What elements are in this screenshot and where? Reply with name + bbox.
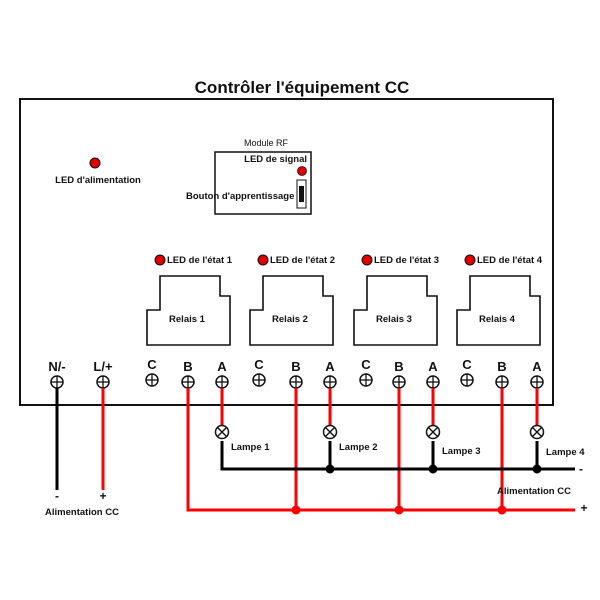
signal-led-label: LED de signal: [244, 154, 307, 165]
junction-dot: [325, 464, 335, 474]
relay-2: LED de l'état 2 Relais 2: [249, 254, 335, 346]
terminal-label: B: [291, 359, 300, 374]
relay-box: [353, 275, 438, 346]
relay-box: [456, 275, 541, 346]
negative-bus-wire: [220, 441, 575, 471]
controller-box: [19, 98, 554, 406]
junction-dot: [428, 464, 438, 474]
power-led-label: LED d'alimentation: [55, 175, 141, 186]
status-led-label: LED de l'état 1: [167, 255, 233, 266]
relay-1: LED de l'état 1 Relais 1: [146, 254, 233, 346]
lamp-label: Lampe 3: [442, 446, 481, 457]
terminal-b[interactable]: B: [289, 359, 303, 389]
junction-dot: [394, 505, 404, 515]
relay-label: Relais 2: [272, 314, 308, 325]
terminal-label: A: [532, 359, 542, 374]
lamp-2: Lampe 2: [322, 424, 378, 453]
junction-dot: [291, 505, 301, 515]
lamp-label: Lampe 1: [231, 442, 270, 453]
terminal-label: A: [217, 359, 227, 374]
terminal-b[interactable]: B: [392, 359, 406, 389]
relay-4: LED de l'état 4 Relais 4: [456, 254, 543, 346]
terminal-b[interactable]: B: [181, 359, 195, 389]
rf-module-box: [214, 151, 312, 215]
terminal-c[interactable]: C: [145, 357, 159, 387]
learn-button[interactable]: [296, 179, 307, 209]
status-led-label: LED de l'état 4: [477, 255, 543, 266]
terminal-label: N/-: [48, 359, 65, 374]
terminal-c[interactable]: C: [460, 357, 474, 387]
terminal-a[interactable]: A: [530, 359, 544, 389]
terminal-a[interactable]: A: [426, 359, 440, 389]
terminal-label: C: [147, 357, 157, 372]
terminal-a[interactable]: A: [323, 359, 337, 389]
bus-plus-label: +: [580, 501, 587, 515]
bus-minus-label: -: [579, 462, 583, 476]
junction-dot: [532, 464, 542, 474]
lamp-3: Lampe 3: [425, 424, 481, 457]
status-led-icon: [361, 254, 373, 266]
terminal-b[interactable]: B: [495, 359, 509, 389]
lamp-label: Lampe 4: [546, 447, 585, 458]
junction-dot: [497, 505, 507, 515]
relay-box: [146, 275, 231, 346]
terminal-label: A: [428, 359, 438, 374]
lamp-label: Lampe 2: [339, 442, 378, 453]
terminal-label: L/+: [93, 359, 113, 374]
diagram-title: Contrôler l'équipement CC: [195, 78, 410, 97]
terminal-label: A: [325, 359, 335, 374]
terminal-a[interactable]: A: [215, 359, 229, 389]
status-led-icon: [257, 254, 269, 266]
terminal-label: C: [361, 357, 371, 372]
bus-supply-label: Alimentation CC: [497, 486, 571, 497]
terminal-label: B: [183, 359, 192, 374]
power-led-icon: [89, 157, 101, 169]
terminal-l[interactable]: L/+: [93, 359, 113, 389]
terminal-c[interactable]: C: [252, 357, 266, 387]
rf-module-title: Module RF: [244, 138, 289, 148]
terminal-n[interactable]: N/-: [48, 359, 66, 389]
learn-button-label: Bouton d'apprentissage: [186, 191, 294, 202]
signal-led-icon: [297, 166, 307, 176]
status-led-icon: [464, 254, 476, 266]
terminal-label: C: [462, 357, 472, 372]
terminal-label: C: [254, 357, 264, 372]
status-led-icon: [154, 254, 166, 266]
lamp-1: Lampe 1: [214, 424, 270, 453]
terminal-label: B: [497, 359, 506, 374]
power-input-label: Alimentation CC: [45, 507, 119, 518]
positive-bus-wire: [186, 388, 575, 512]
power-input-minus: -: [55, 489, 59, 503]
relay-box: [249, 275, 334, 346]
status-led-label: LED de l'état 3: [374, 255, 439, 266]
terminal-c[interactable]: C: [359, 357, 373, 387]
relay-3: LED de l'état 3 Relais 3: [353, 254, 439, 346]
relay-label: Relais 1: [169, 314, 206, 325]
lamp-4: Lampe 4: [529, 424, 585, 458]
terminal-label: B: [394, 359, 403, 374]
power-input-plus: +: [99, 489, 106, 503]
relay-label: Relais 3: [376, 314, 412, 325]
relay-label: Relais 4: [479, 314, 516, 325]
status-led-label: LED de l'état 2: [270, 255, 335, 266]
